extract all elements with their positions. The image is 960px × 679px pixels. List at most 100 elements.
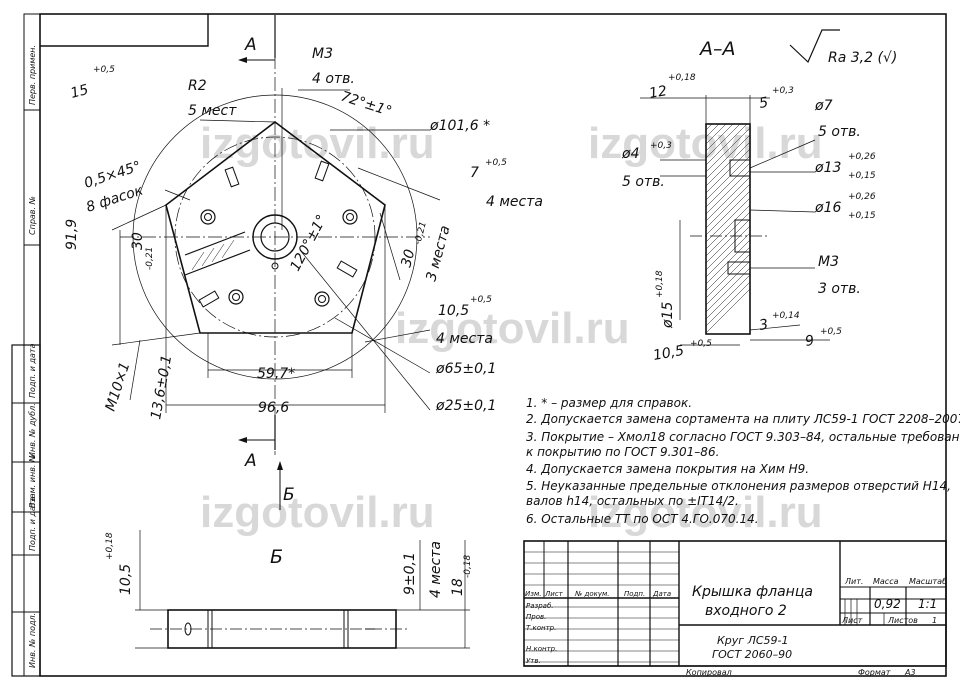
side-label-7: Инв. № подл. — [28, 613, 37, 668]
roughness-symbol: Ra 3,2 (√) — [828, 50, 897, 66]
watermark-4: izgotovil.ru — [200, 488, 435, 537]
watermark-3: izgotovil.ru — [395, 304, 630, 353]
sec-dim-5: 5 — [758, 95, 770, 112]
format-label: Формат — [858, 668, 891, 677]
side-label-5: Взам. инв. № — [28, 454, 37, 508]
dim-angle-120: 120°±1° — [287, 212, 330, 274]
dim-r2: R2 — [188, 78, 207, 94]
hdr-date: Дата — [652, 590, 671, 598]
dim-angle-15: 15 — [69, 82, 90, 102]
section-marker-a-bottom: А — [244, 451, 257, 471]
hdr-doc: № докум. — [574, 590, 610, 598]
scale-value: 1:1 — [918, 597, 937, 611]
role-approved: Утв. — [526, 657, 541, 665]
sec-dim-d13-tol-lo: +0,15 — [848, 171, 876, 181]
title-block: Крышка фланца входного 2 Круг ЛС59-1 ГОС… — [523, 540, 947, 677]
dim-30-right: 30 — [398, 248, 418, 269]
format-value: А3 — [904, 668, 916, 677]
dim-10-5: 10,5 — [438, 303, 469, 319]
side-label-2: Справ. № — [28, 196, 37, 235]
sec-dim-5-tol: +0,3 — [772, 86, 794, 96]
main-view — [111, 15, 441, 510]
hdr-sign: Подп. — [624, 590, 645, 598]
col-mass: Масса — [873, 577, 899, 586]
view-b-dim-9: 9±0,1 — [402, 552, 418, 595]
dim-m10: М10×1 — [103, 360, 134, 413]
note-1: 1. * – размер для справок. — [526, 396, 692, 410]
dim-30-right-tol: -0,21 — [413, 221, 429, 246]
view-marker-b: Б — [283, 485, 295, 505]
sec-dim-d7-qty: 5 отв. — [818, 124, 861, 140]
note-5: 5. Неуказанные предельные отклонения раз… — [526, 479, 951, 493]
dim-d101: ø101,6 * — [429, 118, 490, 134]
mass-value: 0,92 — [874, 597, 901, 611]
dim-91-9: 91,9 — [64, 219, 80, 250]
part-name-line-1: Крышка фланца — [692, 584, 813, 600]
side-label-6: Подп. и дата — [28, 496, 37, 551]
dim-13-6: 13,6±0,1 — [148, 354, 175, 421]
note-5-cont: валов h14, остальных по ±IT14/2. — [526, 494, 739, 508]
side-label-3: Подп. и дата — [28, 343, 37, 398]
sec-dim-d7: ø7 — [814, 98, 833, 114]
dim-10-5-tol: +0,5 — [470, 295, 492, 305]
view-b-dim-9-qty: 4 места — [428, 541, 444, 598]
sec-dim-9-tol: +0,5 — [820, 327, 842, 337]
view-b-dim-10-5: 10,5 — [118, 564, 134, 595]
view-b-dim-10-5-tol: +0,18 — [105, 532, 115, 560]
side-label-1: Перв. примен. — [28, 45, 37, 105]
hdr-list: Лист — [544, 590, 564, 598]
dim-7: 7 — [470, 165, 479, 181]
dim-angle-15-tol: +0,5 — [93, 65, 115, 75]
sec-dim-d15: ø15 — [660, 302, 676, 329]
watermark-5: izgotovil.ru — [588, 488, 823, 537]
sec-dim-d16-tol-lo: +0,15 — [848, 211, 876, 221]
role-developer: Разраб. — [526, 602, 554, 610]
sec-dim-d13-tol-up: +0,26 — [848, 152, 876, 162]
role-checker: Пров. — [526, 613, 546, 621]
dim-r2-qty: 5 мест — [188, 103, 237, 119]
view-b-title: Б — [270, 546, 283, 568]
dim-m3: М3 — [312, 46, 333, 62]
part-name-line-2: входного 2 — [705, 603, 787, 619]
dim-10-5-qty: 4 места — [436, 331, 493, 347]
note-3: 3. Покрытие – Хмол18 согласно ГОСТ 9.303… — [526, 430, 960, 444]
sheet-frame — [11, 13, 947, 677]
note-4: 4. Допускается замена покрытия на Хим Н9… — [526, 462, 809, 476]
role-tech-control: Т.контр. — [526, 624, 556, 632]
material-line-1: Круг ЛС59-1 — [717, 634, 789, 647]
sec-dim-10-5: 10,5 — [652, 343, 686, 364]
view-b-dim-18: 18 — [450, 578, 466, 596]
note-3-cont: к покрытию по ГОСТ 9.301–86. — [526, 445, 719, 459]
sec-dim-12: 12 — [648, 83, 668, 102]
section-marker-a-top: А — [244, 35, 257, 55]
dim-d65: ø65±0,1 — [435, 361, 496, 377]
hdr-izm: Изм. — [525, 590, 541, 598]
role-norm-control: Н.контр. — [526, 645, 557, 653]
side-label-4: Инв. № дубл. — [28, 403, 37, 458]
sec-dim-d16-tol-up: +0,26 — [848, 192, 876, 202]
dim-d25: ø25±0,1 — [435, 398, 496, 414]
dim-7-qty: 4 места — [486, 194, 543, 210]
sec-dim-12-tol: +0,18 — [668, 73, 696, 83]
view-b: Б 10,5 +0,18 9±0,1 4 места 18 -0,18 — [105, 530, 473, 649]
sheets-value: 1 — [932, 616, 937, 625]
dim-30-left: 30 — [130, 232, 146, 250]
sec-dim-3: 3 — [758, 317, 770, 334]
sec-dim-d15-tol: +0,18 — [655, 270, 665, 298]
sec-dim-d13: ø13 — [814, 160, 841, 176]
technical-notes: 1. * – размер для справок. 2. Допускаетс… — [526, 396, 960, 526]
watermark-1: izgotovil.ru — [200, 119, 435, 168]
sec-dim-3-tol: +0,14 — [772, 311, 800, 321]
note-6: 6. Остальные ТТ по ОСТ 4.ГО.070.14. — [526, 512, 759, 526]
col-lit: Лит. — [844, 577, 863, 586]
sec-dim-10-5-tol: +0,5 — [690, 339, 712, 349]
copied-label: Копировал — [686, 668, 732, 677]
sec-dim-9: 9 — [804, 333, 816, 350]
section-aa: А–А Ra 3,2 (√) 12 +0,18 5 +0,3 ø4 +0,3 5… — [621, 29, 897, 364]
sec-dim-d4: ø4 — [621, 146, 639, 162]
sec-dim-m3: М3 — [818, 254, 839, 270]
main-view-dimensions: А А Б М3 4 отв. R2 5 мест 15 +0,5 72°±1°… — [64, 35, 543, 505]
view-b-dim-18-tol: -0,18 — [463, 554, 473, 578]
side-labels: Перв. примен. Справ. № Подп. и дата Инв.… — [28, 45, 37, 668]
